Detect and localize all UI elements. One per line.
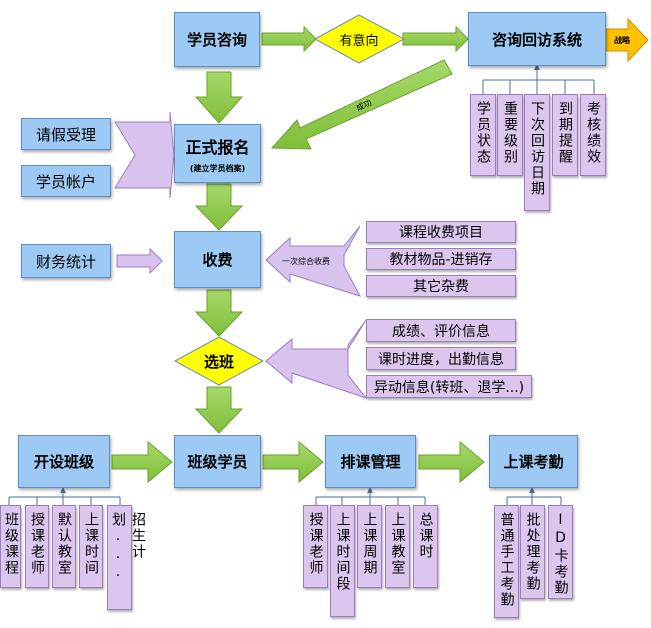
followup-system-box[interactable]: 咨询回访系统 (468, 12, 606, 66)
enroll-box[interactable]: 正式报名 (建立学员档案) (174, 124, 261, 183)
fee-item-materials: 教材物品-进销存 (366, 248, 516, 270)
account-box[interactable]: 学员帐户 (21, 165, 111, 197)
arrow-selectitems-to-select (265, 319, 368, 400)
fee-box[interactable]: 收费 (174, 231, 261, 288)
leave-box[interactable]: 请假受理 (21, 118, 111, 150)
attendance-item-batch: 批处理考勤 (520, 505, 545, 599)
arrow-intent-to-followup (402, 25, 469, 53)
leave-label: 请假受理 (35, 125, 96, 144)
open-class-item-course: 班级课程 (0, 505, 21, 588)
arrow-schedule-to-attendance (418, 440, 485, 484)
class-students-box[interactable]: 班级学员 (174, 435, 261, 488)
arrow-select-to-class (194, 386, 244, 434)
schedule-item-cycle: 上课周期 (357, 505, 382, 588)
select-diamond (173, 336, 265, 386)
enroll-label: 正式报名 (185, 137, 250, 157)
fee-item-course: 课程收费项目 (366, 221, 516, 243)
open-class-item-room: 默认教室 (52, 505, 76, 588)
select-item-changes: 异动信息(转班、退学...) (366, 375, 532, 398)
class-students-label: 班级学员 (187, 453, 248, 471)
finance-box[interactable]: 财务统计 (21, 244, 111, 278)
one-time-fee-label: 一次综合收费 (282, 257, 330, 266)
select-class-label: 选班 (203, 353, 234, 371)
account-label: 学员帐户 (35, 172, 96, 191)
arrow-side-to-enroll (114, 111, 175, 199)
followup-item-reminder: 到期提醒 (552, 94, 578, 176)
schedule-item-room: 上课教室 (385, 505, 410, 588)
schedule-item-period: 上课时间段 (330, 505, 355, 617)
arrow-success (270, 59, 453, 150)
open-class-box[interactable]: 开设班级 (18, 435, 110, 488)
schedule-connector (315, 488, 426, 505)
fee-label: 收费 (202, 251, 233, 269)
select-item-grades: 成绩、评价信息 (366, 319, 516, 342)
open-class-label: 开设班级 (33, 453, 94, 471)
followup-connector (482, 66, 595, 94)
arrow-consult-to-intent (261, 25, 317, 53)
arrow-enroll-to-fee (194, 183, 244, 231)
arrow-open-to-class (111, 440, 173, 484)
open-class-item-plan: 招生计划... (107, 505, 146, 610)
consult-label: 学员咨询 (186, 31, 247, 49)
consult-box[interactable]: 学员咨询 (174, 12, 260, 67)
arrow-class-to-schedule (262, 440, 324, 484)
strategy-label: 战略 (614, 36, 630, 45)
followup-item-status: 学员状态 (470, 94, 496, 176)
schedule-item-teacher: 授课老师 (303, 505, 328, 588)
followup-item-kpi: 考核绩效 (580, 94, 606, 176)
schedule-item-hours: 总课时 (413, 505, 438, 588)
fee-item-misc: 其它杂费 (366, 275, 516, 297)
arrow-fee-to-select (194, 289, 244, 337)
arrow-feeitems-to-fee (265, 225, 362, 297)
followup-item-next-date: 下次回访日期 (524, 94, 550, 211)
attendance-label: 上课考勤 (503, 453, 564, 471)
intent-label: 有意向 (339, 34, 379, 49)
open-class-item-teacher: 授课老师 (25, 505, 49, 588)
attendance-box[interactable]: 上课考勤 (489, 435, 578, 488)
schedule-box[interactable]: 排课管理 (325, 435, 416, 488)
schedule-label: 排课管理 (340, 453, 401, 471)
attendance-item-idcard: ID卡考勤 (548, 505, 573, 599)
followup-label: 咨询回访系统 (491, 30, 582, 49)
arrow-strategy (605, 17, 649, 63)
enroll-sublabel: (建立学员档案) (189, 163, 246, 173)
attendance-connector (506, 488, 562, 505)
followup-item-importance: 重要级别 (497, 94, 523, 176)
arrow-finance-to-fee (116, 247, 163, 275)
finance-label: 财务统计 (35, 252, 96, 271)
select-item-progress: 课时进度，出勤信息 (366, 347, 516, 370)
intent-diamond (313, 14, 406, 64)
arrow-consult-to-enroll (194, 71, 244, 124)
attendance-item-manual: 普通手工考勤 (494, 505, 519, 618)
open-class-item-time: 上课时间 (79, 505, 103, 588)
